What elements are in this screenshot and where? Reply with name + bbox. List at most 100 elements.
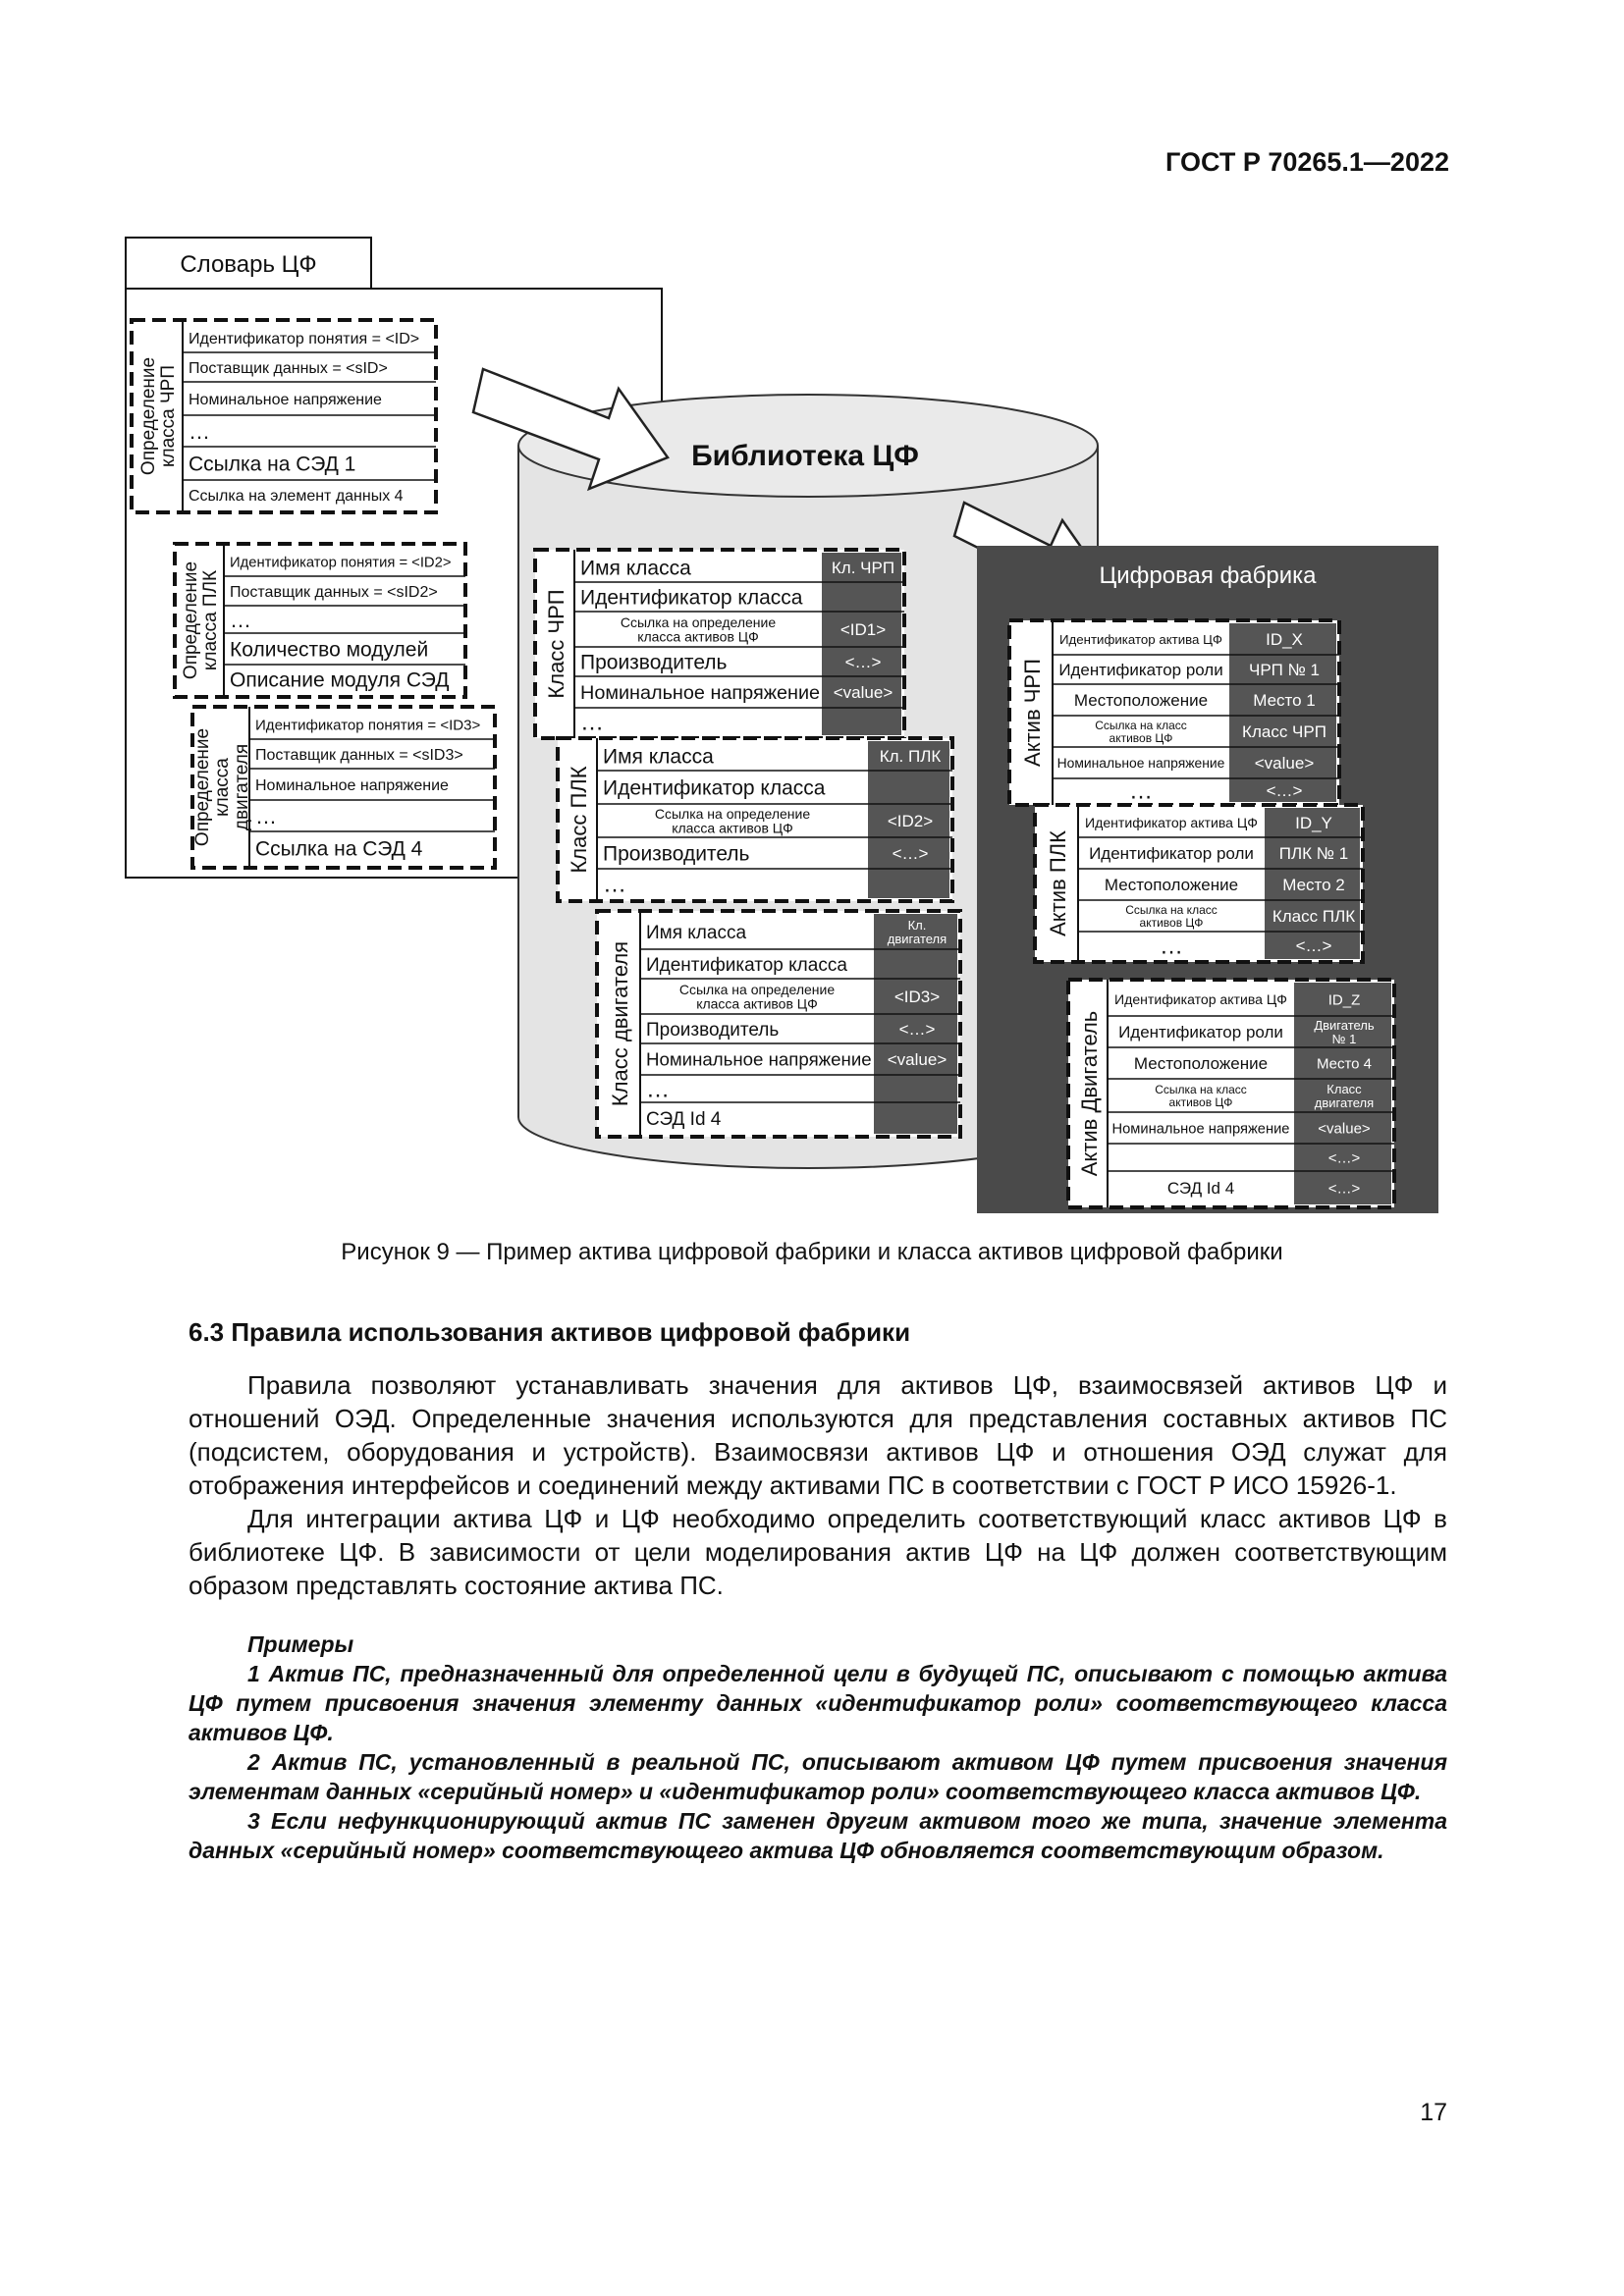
table-row-value: <ID2> [888, 812, 933, 830]
table-row-label: Идентификатор класса [646, 955, 847, 976]
table-row-label: Местоположение [1074, 691, 1208, 710]
table-row-value: <value> [888, 1050, 947, 1069]
table-row-label: Производитель [646, 1020, 779, 1041]
table-row-value: Место 4 [1317, 1055, 1372, 1072]
table-row-value: Место 2 [1282, 876, 1345, 894]
value-column [1265, 808, 1360, 959]
cylinder-top [517, 394, 1099, 498]
table-row-label: Ссылка на класс [1125, 903, 1218, 917]
figure-caption: Рисунок 9 — Пример актива цифровой фабри… [341, 1239, 1283, 1265]
table-row-label: класса активов ЦФ [672, 821, 793, 836]
table-row-value: <…> [1267, 781, 1303, 800]
table-row-label: Идентификатор класса [580, 587, 803, 610]
library-title: Библиотека ЦФ [691, 440, 919, 472]
table-row-value: Класс [1326, 1082, 1362, 1096]
table-row-label: Идентификатор актива ЦФ [1059, 632, 1222, 647]
definition-row: Ссылка на СЭД 1 [189, 454, 355, 476]
examples-title: Примеры [247, 1631, 354, 1657]
section-body: 6.3 Правила использования активов цифров… [189, 1315, 1447, 1865]
table-row-value: ПЛК № 1 [1279, 844, 1348, 863]
table-row-label: Номинальное напряжение [646, 1049, 872, 1070]
table-row-label: Идентификатор роли [1089, 844, 1254, 863]
table-row-label: … [1129, 778, 1153, 805]
definition-row: Поставщик данных = <sID2> [230, 584, 438, 601]
table-row-label: … [646, 1077, 670, 1103]
table-row-label: Ссылка на класс [1095, 719, 1187, 732]
table-row-value: ID_X [1266, 630, 1303, 649]
table-row-value: <…> [1328, 1149, 1361, 1166]
dictionary-title: Словарь ЦФ [180, 251, 316, 278]
table-row-label: класса активов ЦФ [696, 996, 818, 1012]
table-row-label: активов ЦФ [1169, 1095, 1233, 1109]
paragraph-2: Для интеграции актива ЦФ и ЦФ необходимо… [189, 1504, 1447, 1600]
table-row-value: Кл. ПЛК [880, 747, 942, 766]
definition-label: класса [212, 758, 233, 817]
table-row-value: Класс ПЛК [1272, 907, 1355, 926]
table-row-label: Имя класса [646, 923, 746, 943]
table-row-value: ID_Z [1328, 991, 1361, 1008]
arrow-dictionary-to-library [471, 367, 670, 492]
definition-label: класса ПЛК [200, 570, 221, 670]
value-column [874, 914, 957, 1134]
table-side-label: Класс двигателя [608, 941, 632, 1106]
table-row-value: <…> [845, 653, 882, 671]
definition-row: … [189, 419, 210, 444]
definition-row: Поставщик данных = <sID3> [255, 747, 463, 764]
definition-row: Идентификатор понятия = <ID2> [230, 555, 451, 570]
table-row-label: СЭД Id 4 [646, 1109, 722, 1130]
definition-label: Определение [192, 728, 213, 846]
definition-row: Ссылка на СЭД 4 [255, 838, 423, 861]
section-title: 6.3 Правила использования активов цифров… [189, 1317, 911, 1347]
table-row-label: Идентификатор роли [1118, 1023, 1283, 1041]
table-row-label: класса активов ЦФ [637, 629, 759, 645]
table-row-label: Ссылка на класс [1155, 1083, 1247, 1096]
table-row-label: Номинальное напряжение [1112, 1121, 1290, 1137]
table-row-value: <value> [1255, 754, 1315, 773]
factory-title: Цифровая фабрика [1099, 562, 1317, 589]
table-row-value: Класс ЧРП [1242, 722, 1326, 741]
definition-label: двигателя [232, 744, 252, 830]
table-row-label: … [580, 710, 604, 736]
table-row-label: … [1160, 934, 1183, 960]
table-row-value: двигателя [1315, 1095, 1374, 1110]
definition-row: Количество модулей [230, 639, 428, 662]
table-row-label: Ссылка на определение [655, 806, 810, 822]
definition-label: Определение [181, 561, 201, 679]
table-row-label: Ссылка на определение [679, 982, 835, 997]
table-row-label: Имя класса [603, 746, 714, 769]
definition-row: Поставщик данных = <sID> [189, 360, 388, 377]
table-side-label: Актив ПЛК [1046, 830, 1070, 936]
definition-frame [190, 705, 497, 870]
paragraph-1: Правила позволяют устанавливать значения… [189, 1370, 1447, 1500]
table-row-label: активов ЦФ [1110, 731, 1173, 745]
table-row-value: <…> [893, 844, 929, 863]
table-side-label: Актив ЧРП [1020, 659, 1045, 767]
table-row-label: Идентификатор актива ЦФ [1114, 991, 1287, 1007]
table-row-value: <value> [834, 683, 893, 702]
document-header: ГОСТ Р 70265.1—2022 [1165, 147, 1449, 177]
table-row-label: СЭД Id 4 [1167, 1179, 1234, 1198]
example-3: 3 Если нефункционирующий актив ПС замене… [189, 1808, 1447, 1863]
table-side-label: Класс ЧРП [544, 589, 568, 698]
examples-block: Примеры 1 Актив ПС, предназначенный для … [189, 1629, 1447, 1865]
definition-label: Определение [138, 357, 159, 475]
table-row-label: … [603, 872, 626, 898]
table-row-value: Место 1 [1253, 691, 1316, 710]
definition-row: Идентификатор понятия = <ID> [189, 331, 419, 347]
definition-row: … [230, 608, 251, 632]
table-side-label: Актив Двигатель [1077, 1011, 1102, 1177]
value-column [1294, 983, 1391, 1204]
dictionary-tab [125, 237, 372, 290]
table-row-value: № 1 [1332, 1032, 1357, 1046]
table-row-value: Кл. [908, 918, 927, 933]
table-row-value: ID_Y [1295, 814, 1332, 832]
definition-row: Номинальное напряжение [189, 392, 382, 408]
definition-row: Описание модуля СЭД [230, 669, 449, 692]
